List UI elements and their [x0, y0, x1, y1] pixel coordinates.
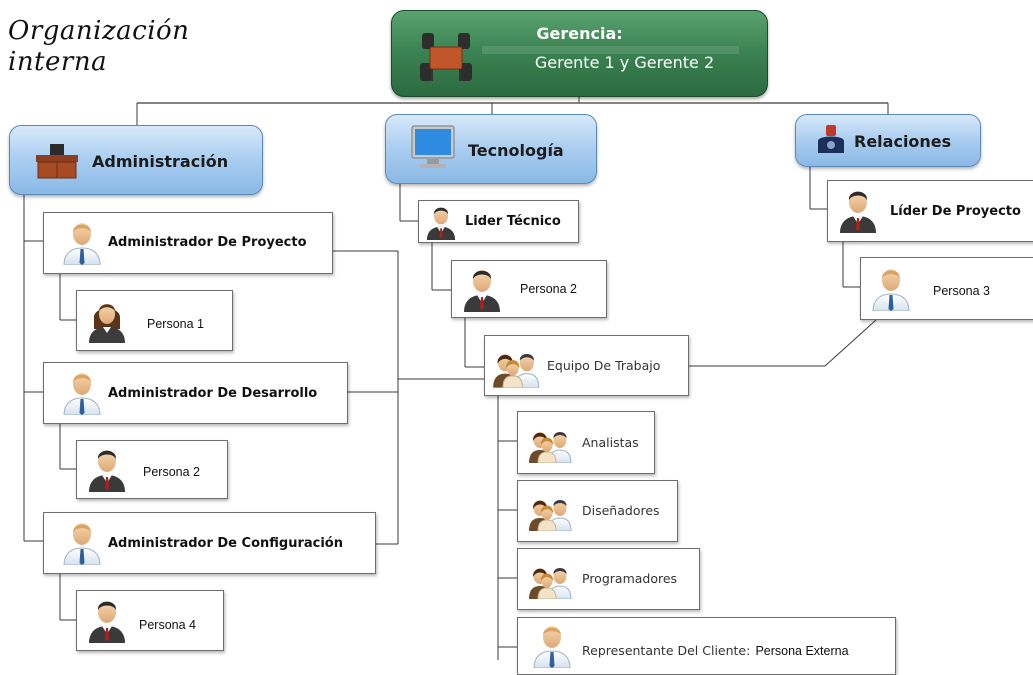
- admin-desarrollo-label: Administrador De Desarrollo: [108, 386, 318, 401]
- persona-2-admin-label: Persona 2: [143, 465, 200, 479]
- persona-4-label: Persona 4: [139, 618, 196, 632]
- persona-2-tec-node[interactable]: Persona 2: [451, 260, 607, 318]
- person-suit-icon: [87, 446, 127, 492]
- person-male-icon: [532, 622, 572, 668]
- persona-4-node[interactable]: Persona 4: [76, 590, 224, 651]
- gerencia-title: Gerencia:: [536, 24, 623, 43]
- analistas-label: Analistas: [582, 435, 639, 450]
- representante-cliente-role: Representante Del Cliente:: [582, 643, 751, 658]
- analistas-node[interactable]: Analistas: [517, 411, 655, 474]
- diagram-title-line-2: interna: [8, 47, 108, 77]
- person-male-icon: [62, 519, 102, 565]
- admin-proyecto-label: Administrador De Proyecto: [108, 235, 307, 250]
- disenadores-node[interactable]: Diseñadores: [517, 480, 678, 542]
- admin-configuracion-label: Administrador De Configuración: [108, 536, 343, 551]
- person-male-icon: [62, 219, 102, 265]
- group-icon: [527, 491, 573, 531]
- person-suit-icon: [425, 204, 457, 240]
- admin-desarrollo-node[interactable]: Administrador De Desarrollo: [43, 362, 348, 424]
- relaciones-label: Relaciones: [854, 132, 952, 151]
- persona-2-admin-node[interactable]: Persona 2: [76, 440, 228, 499]
- persona-1-label: Persona 1: [147, 317, 204, 331]
- representante-cliente-name: Persona Externa: [755, 644, 849, 658]
- persona-3-node[interactable]: Persona 3: [860, 257, 1033, 320]
- admin-proyecto-node[interactable]: Administrador De Proyecto: [43, 212, 333, 274]
- lider-tecnico-node[interactable]: Lider Técnico: [418, 200, 579, 243]
- equipo-trabajo-label: Equipo De Trabajo: [547, 358, 661, 373]
- person-suit-icon: [462, 266, 502, 312]
- person-male-icon: [62, 369, 102, 415]
- gerencia-node[interactable]: Gerencia: Gerente 1 y Gerente 2: [391, 10, 768, 97]
- persona-2-tec-label: Persona 2: [520, 282, 577, 296]
- tecnologia-label: Tecnología: [468, 141, 564, 160]
- relaciones-node[interactable]: Relaciones: [795, 114, 981, 167]
- persona-1-node[interactable]: Persona 1: [76, 290, 233, 351]
- monitor-icon: [411, 125, 455, 168]
- person-suit-icon: [87, 597, 127, 643]
- programadores-node[interactable]: Programadores: [517, 548, 700, 610]
- administracion-label: Administración: [92, 152, 229, 171]
- persona-3-label: Persona 3: [933, 284, 990, 298]
- desk-icon: [36, 144, 78, 179]
- group-icon: [527, 559, 573, 599]
- person-suit-icon: [838, 187, 878, 233]
- team-icon: [491, 344, 541, 388]
- diagram-title-line-1: Organización: [8, 16, 190, 46]
- meeting-table-icon: [420, 33, 472, 81]
- telephone-icon: [818, 125, 844, 153]
- lider-tecnico-label: Lider Técnico: [465, 214, 561, 229]
- group-icon: [527, 423, 573, 463]
- admin-configuracion-node[interactable]: Administrador De Configuración: [43, 512, 376, 574]
- lider-proyecto-label: Líder De Proyecto: [890, 204, 1021, 219]
- programadores-label: Programadores: [582, 571, 678, 586]
- administracion-node[interactable]: Administración: [9, 125, 263, 195]
- representante-cliente-node[interactable]: Representante Del Cliente: Persona Exter…: [517, 617, 896, 675]
- gerencia-subtitle: Gerente 1 y Gerente 2: [534, 53, 715, 72]
- person-male-icon: [871, 265, 911, 311]
- equipo-trabajo-node[interactable]: Equipo De Trabajo: [484, 335, 689, 396]
- gerencia-divider: [482, 46, 739, 54]
- disenadores-label: Diseñadores: [582, 503, 660, 518]
- lider-proyecto-node[interactable]: Líder De Proyecto: [827, 180, 1033, 242]
- representante-cliente-label: Representante Del Cliente: Persona Exter…: [582, 640, 849, 659]
- diagram-title: Organización interna: [8, 16, 189, 78]
- person-female-icon: [87, 297, 127, 343]
- tecnologia-node[interactable]: Tecnología: [385, 114, 597, 184]
